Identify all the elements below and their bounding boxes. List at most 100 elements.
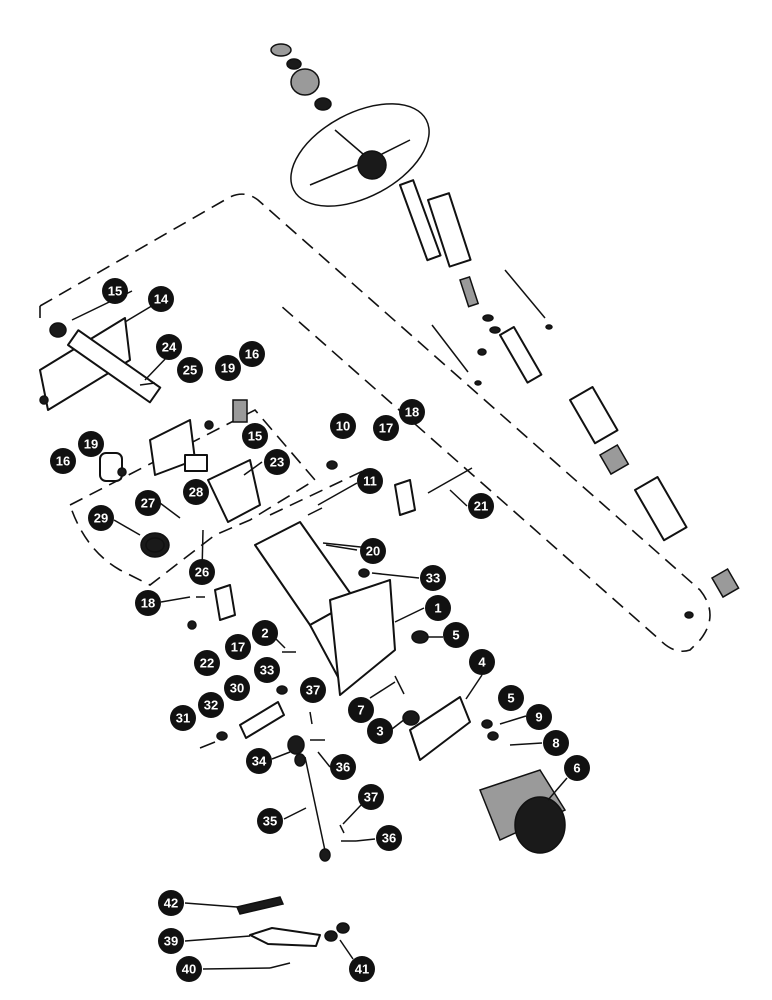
callout-label: 23 (270, 455, 284, 470)
callout-label: 40 (182, 962, 196, 977)
callout-14: 14 (148, 286, 174, 312)
callout-label: 28 (189, 485, 203, 500)
callout-label: 35 (263, 814, 277, 829)
callout-label: 20 (366, 544, 380, 559)
callout-label: 27 (141, 496, 155, 511)
callout-16: 16 (239, 341, 265, 367)
callout-36: 36 (330, 754, 356, 780)
callout-label: 29 (94, 511, 108, 526)
callout-label: 17 (379, 421, 393, 436)
callout-label: 10 (336, 419, 350, 434)
callout-2: 2 (252, 620, 278, 646)
callout-1: 1 (425, 595, 451, 621)
callout-label: 24 (162, 340, 177, 355)
callout-31: 31 (170, 705, 196, 731)
callout-3: 3 (367, 718, 393, 744)
callout-label: 14 (154, 292, 169, 307)
callout-22: 22 (194, 650, 220, 676)
return-spring (140, 532, 170, 558)
callout-18: 18 (399, 399, 425, 425)
callout-label: 16 (245, 347, 259, 362)
callout-label: 33 (426, 571, 440, 586)
callout-32: 32 (198, 692, 224, 718)
callout-label: 25 (183, 363, 197, 378)
callout-40: 40 (176, 956, 202, 982)
callout-29: 29 (88, 505, 114, 531)
callout-label: 15 (248, 429, 262, 444)
callout-label: 2 (261, 626, 268, 641)
callout-5: 5 (443, 622, 469, 648)
callout-label: 8 (552, 736, 559, 751)
callout-label: 6 (573, 761, 580, 776)
horn-cap-nut-stack (270, 43, 332, 111)
callout-33: 33 (420, 565, 446, 591)
callout-label: 37 (364, 790, 378, 805)
callout-label: 36 (382, 831, 396, 846)
callout-24: 24 (156, 334, 182, 360)
callout-39: 39 (158, 928, 184, 954)
callout-28: 28 (183, 479, 209, 505)
callout-label: 4 (478, 655, 486, 670)
cover-plate (207, 459, 261, 523)
callout-label: 22 (200, 656, 214, 671)
callout-label: 7 (357, 703, 364, 718)
callout-label: 37 (306, 683, 320, 698)
callout-label: 16 (56, 454, 70, 469)
callout-label: 15 (108, 284, 122, 299)
callout-5: 5 (498, 685, 524, 711)
callout-10: 10 (330, 413, 356, 439)
group-outline-pedal-inner (269, 469, 366, 516)
callout-21: 21 (468, 493, 494, 519)
callout-label: 1 (434, 601, 441, 616)
callout-6: 6 (564, 755, 590, 781)
callout-36: 36 (376, 825, 402, 851)
callout-label: 30 (230, 681, 244, 696)
callout-label: 17 (231, 640, 245, 655)
steering-valve-plate (394, 630, 499, 761)
callout-20: 20 (360, 538, 386, 564)
callout-42: 42 (158, 890, 184, 916)
callout-35: 35 (257, 808, 283, 834)
callout-label: 5 (507, 691, 514, 706)
callout-label: 32 (204, 698, 218, 713)
steering-wheel (290, 103, 442, 262)
callout-label: 33 (260, 663, 274, 678)
callout-25: 25 (177, 357, 203, 383)
callout-27: 27 (135, 490, 161, 516)
group-outline-pedal-lower (69, 408, 317, 586)
callout-15: 15 (102, 278, 128, 304)
callout-group: 15 14 24 25 19 16 10 18 17 15 23 19 16 2… (50, 278, 590, 982)
bolts-and-pins (139, 382, 473, 653)
steering-shaft-parts (427, 192, 740, 619)
callout-8: 8 (543, 730, 569, 756)
steering-motor (479, 769, 567, 854)
callout-label: 18 (141, 596, 155, 611)
pedal-housing (254, 521, 396, 696)
callout-30: 30 (224, 675, 250, 701)
callout-17: 17 (373, 415, 399, 441)
callout-37: 37 (300, 677, 326, 703)
callout-label: 3 (376, 724, 383, 739)
pedal-linkage (199, 685, 356, 862)
callout-7: 7 (348, 697, 374, 723)
callout-15: 15 (242, 423, 268, 449)
callout-23: 23 (264, 449, 290, 475)
callout-label: 26 (195, 565, 209, 580)
group-outline-column (39, 193, 711, 653)
callout-19: 19 (78, 431, 104, 457)
callout-label: 34 (252, 754, 267, 769)
callout-17: 17 (225, 634, 251, 660)
callout-label: 19 (84, 437, 98, 452)
callout-9: 9 (526, 704, 552, 730)
brake-pedal (235, 896, 350, 969)
callout-34: 34 (246, 748, 272, 774)
callout-label: 18 (405, 405, 419, 420)
callout-33: 33 (254, 657, 280, 683)
callout-19: 19 (215, 355, 241, 381)
callout-label: 41 (355, 962, 369, 977)
callout-label: 42 (164, 896, 178, 911)
callout-label: 11 (363, 474, 377, 489)
callout-16: 16 (50, 448, 76, 474)
callout-label: 39 (164, 934, 178, 949)
